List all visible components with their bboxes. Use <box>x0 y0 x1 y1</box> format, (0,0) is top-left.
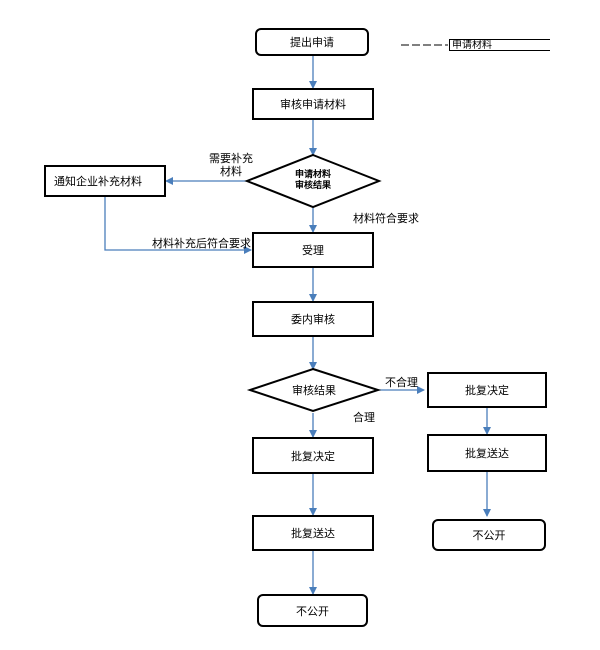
legend-label: 申请材料 <box>449 39 550 51</box>
edge-label-meets-requirement: 材料符合要求 <box>353 212 419 225</box>
edge-label-after-supplement: 材料补充后符合要求 <box>152 237 251 250</box>
edge-notify-to-accept <box>104 196 252 254</box>
material-result-label: 申请材料 审核结果 <box>283 170 343 192</box>
material-result-label-line2: 审核结果 <box>294 181 331 191</box>
edge-label-need-supplement-line1: 需要补充 <box>209 152 253 165</box>
node-not-public-left: 不公开 <box>257 594 368 627</box>
node-review-material: 审核申请材料 <box>252 88 374 120</box>
node-submit: 提出申请 <box>255 28 369 56</box>
review-result-label: 审核结果 <box>292 384 336 397</box>
edge-label-reasonable: 合理 <box>353 411 375 424</box>
material-result-label-line1: 申请材料 <box>294 170 331 180</box>
edge-label-unreasonable: 不合理 <box>385 376 418 389</box>
node-decision-right: 批复决定 <box>427 372 547 408</box>
material-result-diamond <box>244 153 382 209</box>
node-deliver-right: 批复送达 <box>427 434 547 472</box>
node-accept: 受理 <box>252 232 374 268</box>
edge-label-need-supplement-line2: 材料 <box>220 165 242 178</box>
review-result-diamond <box>246 367 382 413</box>
edge-label-need-supplement: 需要补充 材料 <box>201 152 261 178</box>
node-notify: 通知企业补充材料 <box>44 165 166 197</box>
node-decision-left: 批复决定 <box>252 437 374 474</box>
node-not-public-right: 不公开 <box>432 519 546 551</box>
node-committee-review: 委内审核 <box>252 301 374 337</box>
node-deliver-left: 批复送达 <box>252 515 374 551</box>
